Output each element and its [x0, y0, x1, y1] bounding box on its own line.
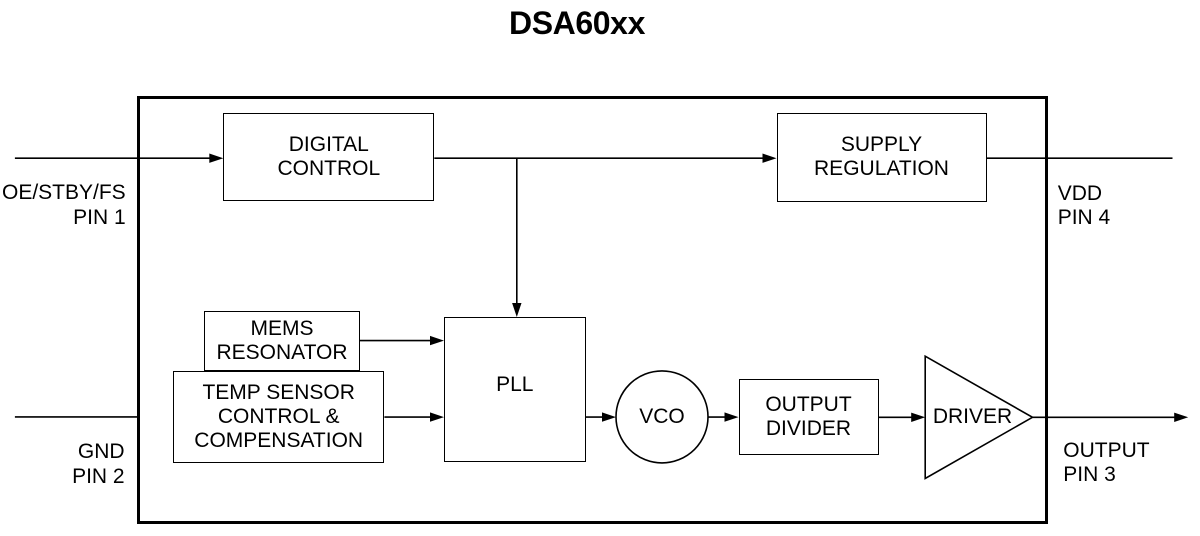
pin-label-pin3: OUTPUT PIN 3 — [1063, 439, 1199, 488]
pin2-signal: GND — [77, 440, 125, 463]
pin3-number: PIN 3 — [1063, 463, 1116, 487]
block-output-divider: OUTPUT DIVIDER — [738, 379, 879, 455]
block-pll: PLL — [444, 317, 586, 463]
vco-label: VCO — [639, 404, 685, 428]
pin-label-pin2: GND PIN 2 — [0, 440, 125, 489]
pin3-signal: OUTPUT — [1063, 438, 1150, 462]
arrowhead-temp-into-pll — [430, 412, 444, 422]
arrowhead-into-pll-top — [512, 303, 522, 317]
block-mems-resonator: MEMS RESONATOR — [204, 310, 360, 372]
arrowhead-into-vco — [602, 412, 616, 422]
arrowhead-into-driver — [911, 412, 926, 422]
block-temp-sensor: TEMP SENSOR CONTROL & COMPENSATION — [173, 371, 385, 463]
pin2-number: PIN 2 — [72, 464, 125, 488]
pin-label-pin1: OE/STBY/FS PIN 1 — [0, 181, 126, 230]
pin-label-pin4: VDD PIN 4 — [1058, 182, 1200, 231]
pin1-signal: OE/STBY/FS — [1, 181, 126, 205]
chip-title: DSA60xx — [509, 4, 645, 41]
chip-boundary — [137, 95, 1048, 525]
arrowhead-output — [1174, 412, 1189, 422]
driver-triangle — [924, 354, 1035, 480]
arrowhead-into-supply-regulation — [762, 153, 777, 163]
arrowhead-into-output-divider — [724, 412, 739, 422]
arrowhead-mems-into-pll — [430, 335, 444, 346]
pin4-signal: VDD — [1057, 181, 1103, 205]
driver-label: DRIVER — [932, 405, 1013, 428]
pin4-number: PIN 4 — [1057, 206, 1111, 229]
arrowhead-into-digital-control — [209, 153, 224, 163]
pin1-number: PIN 1 — [73, 205, 126, 229]
block-digital-control: DIGITAL CONTROL — [223, 112, 435, 201]
block-supply-regulation: SUPPLY REGULATION — [776, 112, 987, 202]
